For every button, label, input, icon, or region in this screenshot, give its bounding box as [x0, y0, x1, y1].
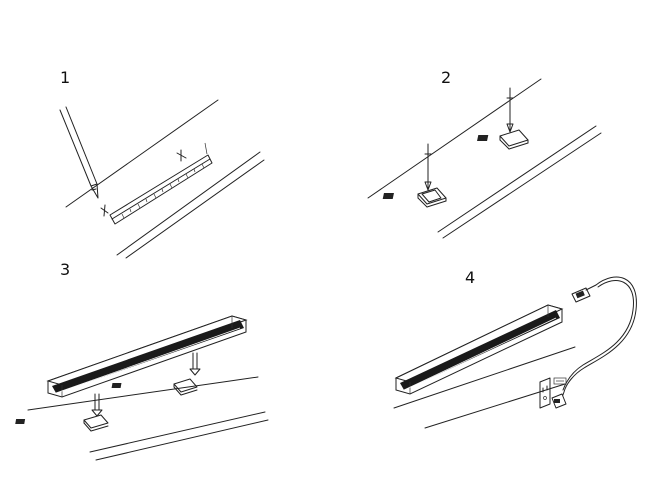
screw-icon	[424, 143, 432, 191]
step-2-surface-line	[437, 125, 597, 233]
cord-label-icon	[553, 377, 567, 385]
step-3-surface-edge	[27, 376, 259, 411]
mounting-clip-icon	[15, 414, 109, 432]
pencil-mark-icon	[176, 149, 187, 162]
led-light-bar-icon	[394, 304, 564, 395]
power-plug-icon	[551, 393, 567, 409]
step-3-surface-line	[89, 411, 266, 453]
pencil-mark-icon	[100, 204, 109, 217]
step-1-surface-line	[116, 151, 261, 256]
ruler-icon	[109, 154, 213, 225]
step-4-surface-line	[424, 383, 566, 429]
step-4-number: 4	[465, 268, 476, 287]
arrow-down-icon	[189, 352, 201, 376]
mounting-clip-icon	[382, 187, 447, 208]
power-connector-icon	[571, 284, 597, 303]
led-light-bar-icon	[46, 315, 248, 398]
screw-icon	[506, 87, 514, 133]
ruler-end-marker	[204, 142, 208, 155]
step-4-panel	[393, 276, 637, 429]
step-4-surface-edge	[393, 346, 576, 409]
step-1-panel	[59, 99, 265, 259]
step-1-number: 1	[60, 68, 71, 87]
step-2-surface-line-lower	[442, 132, 602, 239]
arrow-down-icon	[91, 393, 103, 417]
wall-outlet-icon	[539, 377, 551, 409]
power-cord-icon	[562, 280, 634, 391]
step-3-panel	[15, 315, 269, 461]
step-2-number: 2	[441, 68, 452, 87]
step-1-surface-line-lower	[125, 159, 265, 259]
step-3-surface-line-lower	[95, 419, 269, 461]
mounting-clip-icon	[477, 129, 529, 150]
power-cord-icon	[555, 276, 637, 405]
step-3-number: 3	[60, 260, 71, 279]
step-2-surface-edge	[367, 78, 542, 199]
mounting-clip-icon	[111, 378, 198, 396]
step-2-panel	[367, 78, 602, 239]
pencil-icon	[59, 106, 99, 199]
step-1-surface-edge	[65, 99, 219, 208]
